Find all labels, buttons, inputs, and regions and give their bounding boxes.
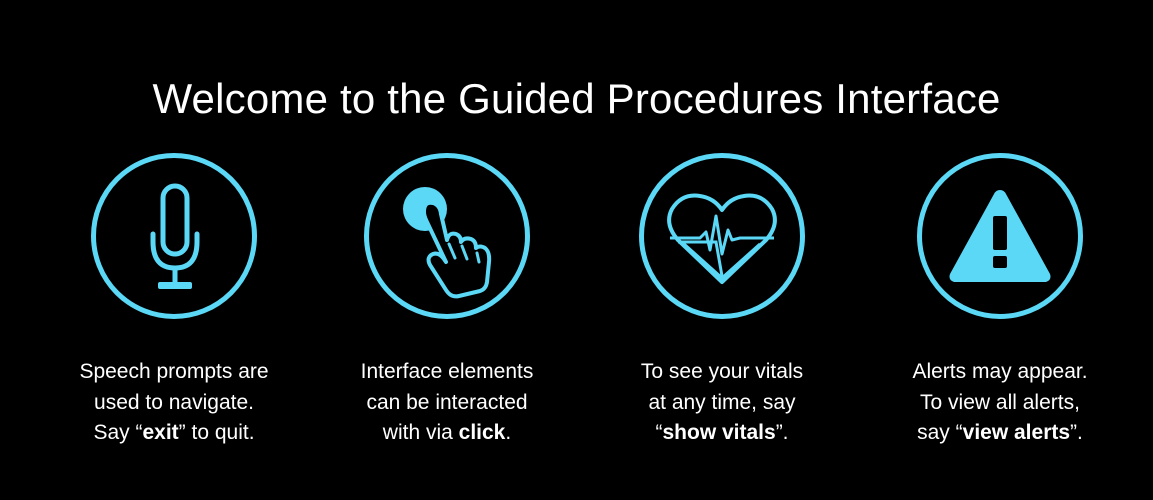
voice-command-view-alerts: view alerts [962,421,1071,444]
feature-caption: To see your vitals at any time, say “sho… [582,357,862,449]
feature-caption: Interface elements can be interacted wit… [307,357,587,449]
icon-ring [91,153,257,319]
caption-line: To view all alerts, [920,390,1080,414]
caption-line: say “view alerts”. [860,418,1140,449]
voice-command-show-vitals: show vitals [662,421,776,444]
heartbeat-icon [667,193,777,284]
caption-text: Say “ [93,421,143,444]
icon-ring [917,153,1083,319]
caption-line: Alerts may appear. [912,360,1088,383]
caption-text: ” to quit. [178,421,255,444]
caption-line: at any time, say [648,390,796,414]
feature-alerts: Alerts may appear. To view all alerts, s… [860,0,1140,500]
feature-caption: Alerts may appear. To view all alerts, s… [860,357,1140,449]
caption-text: . [505,421,512,444]
caption-line: Speech prompts are [79,360,269,383]
icon-ring [639,153,805,319]
caption-text: ”. [775,421,789,444]
caption-text: say “ [917,421,963,444]
warning-icon [949,190,1051,282]
caption-line: used to navigate. [94,390,254,414]
microphone-icon [150,183,200,289]
caption-line: can be interacted [366,390,528,414]
caption-text: ”. [1070,421,1083,444]
interaction-click: click [458,421,506,444]
feature-speech: Speech prompts are used to navigate. Say… [34,0,314,500]
feature-vitals: To see your vitals at any time, say “sho… [582,0,862,500]
caption-line: Interface elements [360,360,534,383]
icon-ring [364,153,530,319]
page-title: Welcome to the Guided Procedures Interfa… [152,75,1001,123]
feature-click: Interface elements can be interacted wit… [307,0,587,500]
caption-text: “ [655,421,663,444]
feature-caption: Speech prompts are used to navigate. Say… [34,357,314,449]
caption-line: Say “exit” to quit. [34,418,314,449]
voice-command-exit: exit [142,421,179,444]
caption-text: with via [382,421,459,444]
caption-line: To see your vitals [640,360,804,383]
tap-hand-icon [403,187,492,299]
caption-line: with via click. [307,418,587,449]
caption-line: “show vitals”. [582,418,862,449]
